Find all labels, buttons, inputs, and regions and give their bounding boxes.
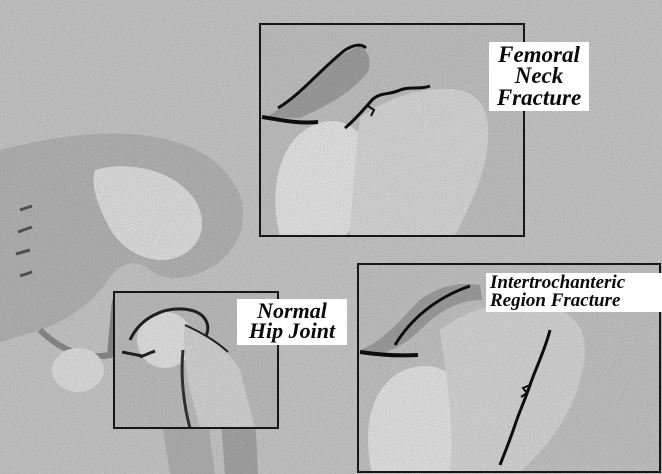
normal-hip-joint-label: Normal Hip Joint [237, 299, 347, 345]
femoral-neck-fracture-label: Femoral Neck Fracture [489, 42, 589, 111]
femoral-neck-fracture-box [260, 24, 524, 236]
intertrochanteric-fracture-label: Intertrochanteric Region Fracture [486, 273, 662, 312]
